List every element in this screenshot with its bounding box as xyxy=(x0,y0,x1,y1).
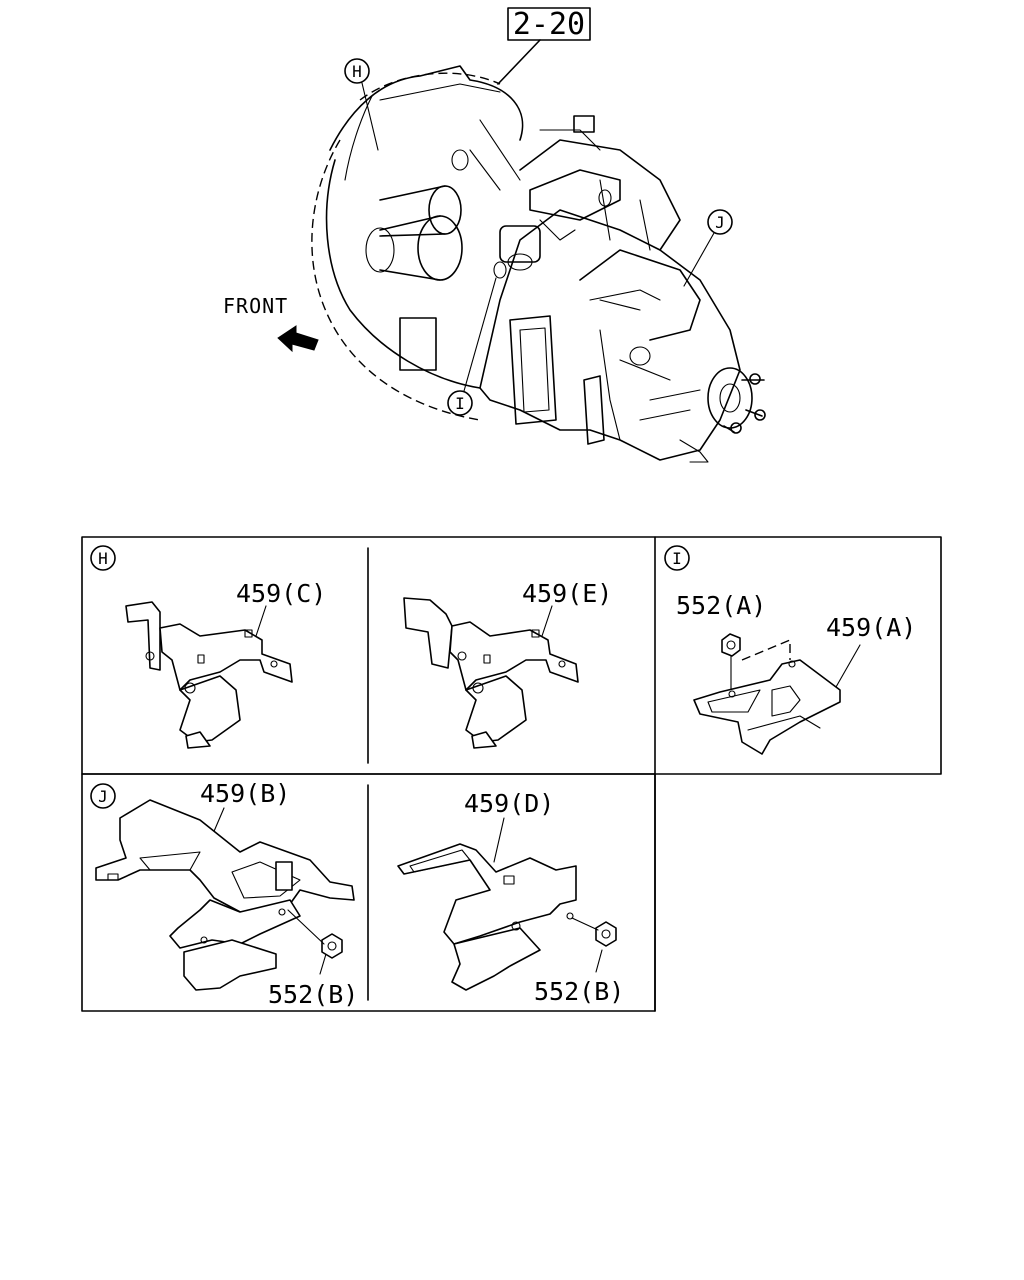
panel-i-marker: I xyxy=(664,545,690,571)
bracket-459e[interactable] xyxy=(403,597,579,749)
leader-459e xyxy=(541,605,553,637)
nut-552b-right[interactable] xyxy=(595,921,617,947)
bracket-459d[interactable] xyxy=(397,843,577,991)
front-direction-label: FRONT xyxy=(223,294,288,318)
callout-h-leader xyxy=(361,82,379,151)
part-label-459a[interactable]: 459(A) xyxy=(826,613,916,642)
assembly-line-552b-left xyxy=(287,909,325,945)
leader-459a xyxy=(831,644,861,695)
bracket-459c[interactable] xyxy=(125,601,293,749)
panel-h-marker-label: H xyxy=(98,549,108,568)
nut-552a[interactable] xyxy=(721,633,741,693)
part-label-552b-right[interactable]: 552(B) xyxy=(534,977,624,1006)
detail-panel-frames xyxy=(81,536,942,1012)
part-label-459d[interactable]: 459(D) xyxy=(464,789,554,818)
assembly-line-552b-right xyxy=(571,917,599,931)
assembly-line-552a xyxy=(741,638,791,661)
callout-h[interactable]: H xyxy=(344,58,370,84)
callout-i-leader xyxy=(463,277,497,392)
figure-reference[interactable]: 2-20 xyxy=(507,7,591,42)
leader-459d xyxy=(493,817,505,863)
callout-i-label: I xyxy=(455,394,465,413)
front-arrow-icon xyxy=(277,325,319,353)
part-label-552b-left[interactable]: 552(B) xyxy=(268,980,358,1009)
part-label-459e[interactable]: 459(E) xyxy=(522,579,612,608)
callout-j[interactable]: J xyxy=(707,209,733,235)
panel-j-marker: J xyxy=(90,783,116,809)
leader-459c xyxy=(255,605,267,637)
nut-552b-left[interactable] xyxy=(321,933,343,959)
callout-i[interactable]: I xyxy=(447,390,473,416)
figure-reference-label: 2-20 xyxy=(513,7,585,42)
bracket-459b[interactable] xyxy=(95,799,355,991)
panel-i-marker-label: I xyxy=(672,549,682,568)
part-label-459c[interactable]: 459(C) xyxy=(236,579,326,608)
panel-h-marker: H xyxy=(90,545,116,571)
part-label-552a[interactable]: 552(A) xyxy=(676,591,766,620)
panel-j-marker-label: J xyxy=(98,787,108,806)
leader-552b-right xyxy=(595,949,603,973)
callout-j-label: J xyxy=(715,213,725,232)
callout-j-leader xyxy=(683,232,715,287)
transmission-illustration xyxy=(311,65,766,463)
reference-leader xyxy=(497,39,541,85)
part-label-459b[interactable]: 459(B) xyxy=(200,779,290,808)
callout-h-label: H xyxy=(352,62,362,81)
leader-552b-left xyxy=(319,953,327,975)
bracket-459a[interactable] xyxy=(693,659,841,755)
